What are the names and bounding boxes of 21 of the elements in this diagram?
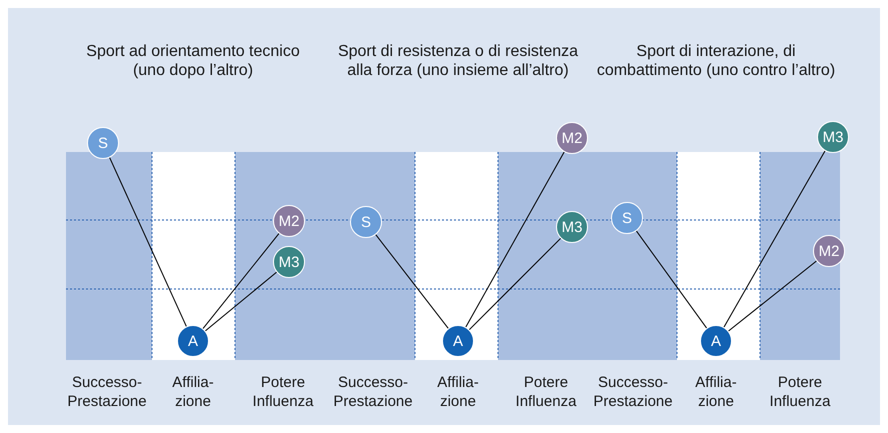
axis-label: Potere Influenza <box>514 373 578 411</box>
axis-label: Potere Influenza <box>252 373 314 411</box>
connector-line <box>723 150 826 328</box>
axis-label: Affilia- zione <box>436 373 480 411</box>
axis-label: Successo- Prestazione <box>332 373 414 411</box>
axis-label: Potere Influenza <box>768 373 832 411</box>
category-heading: Sport di resistenza o di resistenza alla forza (uno insieme all’altro) <box>336 42 580 80</box>
connector-line <box>465 151 565 328</box>
connector-line <box>468 238 562 330</box>
category-heading: Sport ad orientamento tecnico (uno dopo l’altro) <box>85 42 301 80</box>
category-heading: Sport di interazione, di combattimento (uno contro l’altro) <box>596 42 836 80</box>
connector-line <box>109 157 187 327</box>
connector-line <box>202 233 280 329</box>
connector-line <box>636 230 708 329</box>
connector-line <box>728 260 817 332</box>
axis-label: Affilia- zione <box>694 373 738 411</box>
axis-label: Affilia- zione <box>171 373 215 411</box>
connector-line <box>375 234 449 329</box>
axis-label: Successo- Prestazione <box>66 373 148 411</box>
axis-label: Successo- Prestazione <box>592 373 674 411</box>
connector-line <box>204 272 278 332</box>
